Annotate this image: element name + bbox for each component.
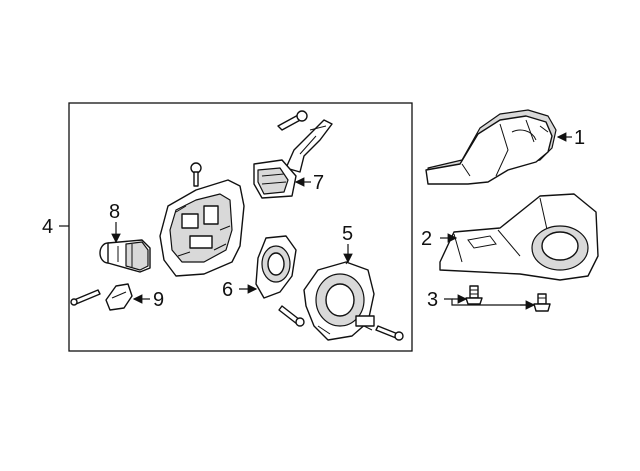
lower-shroud[interactable] xyxy=(439,193,599,281)
housing-screw[interactable] xyxy=(190,162,202,187)
callout-2: 2 xyxy=(421,228,432,250)
retaining-clip[interactable] xyxy=(105,283,133,311)
upper-shroud[interactable] xyxy=(425,109,557,185)
shroud-screw-b[interactable] xyxy=(533,293,551,312)
callout-5: 5 xyxy=(342,223,353,245)
stalk-bolt[interactable] xyxy=(277,110,308,131)
callout-3: 3 xyxy=(427,289,438,311)
clockspring-bolt[interactable] xyxy=(375,325,404,341)
callout-4: 4 xyxy=(42,216,53,238)
sensor-bolt[interactable] xyxy=(278,305,305,327)
callout-7: 7 xyxy=(313,172,324,194)
clockspring[interactable] xyxy=(303,255,375,341)
turn-signal-switch[interactable] xyxy=(253,119,333,199)
callout-8: 8 xyxy=(109,201,120,223)
callout-1: 1 xyxy=(574,127,585,149)
steering-angle-sensor[interactable] xyxy=(255,235,297,299)
assembly-frame xyxy=(68,102,413,352)
clip-bolt[interactable] xyxy=(70,289,101,306)
lock-cylinder[interactable] xyxy=(99,239,151,273)
callout-6: 6 xyxy=(222,279,233,301)
callout-9: 9 xyxy=(153,289,164,311)
shroud-screw-a[interactable] xyxy=(465,285,483,305)
leader-3-base xyxy=(444,298,530,306)
switch-housing[interactable] xyxy=(159,179,245,277)
